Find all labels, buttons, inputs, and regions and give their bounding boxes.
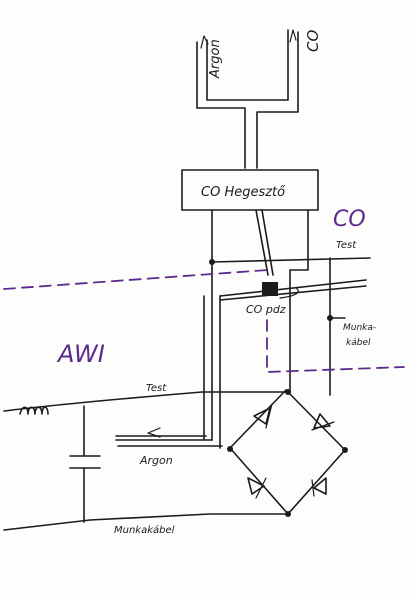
co-welder-label: CO Hegesztő <box>201 185 286 200</box>
awi-argon-label: Argon <box>139 454 173 467</box>
junction-dot <box>209 259 215 265</box>
argon-arrow-icon <box>200 35 209 49</box>
separation-dashed-line-top <box>3 269 269 290</box>
bridge-rectifier <box>229 389 346 515</box>
awi-section-label: AWI <box>56 340 105 368</box>
junction-dot <box>285 511 291 517</box>
diode-icon <box>253 407 271 425</box>
co-work-cable-label-2: kábel <box>346 338 371 348</box>
co-welder-leads <box>203 209 371 449</box>
co-arrow-icon <box>289 29 297 43</box>
co-torch-label: CO pdz <box>246 303 286 316</box>
torch-hose-icon <box>279 287 299 299</box>
junction-dot <box>327 315 333 321</box>
co-work-cable-label-1: Munka- <box>343 323 376 333</box>
argon-inlet-label: Argon <box>208 39 223 79</box>
awi-test-label: Test <box>146 383 167 394</box>
diode-icon <box>247 477 265 495</box>
separation-dashed-line-right <box>266 319 405 373</box>
gas-inlet-pipes <box>196 29 299 169</box>
awi-work-cable-label: Munkakábel <box>114 524 175 536</box>
capacitor-icon <box>69 405 101 523</box>
co-torch-block <box>262 282 278 296</box>
co-inlet-label: CO <box>304 30 322 52</box>
diode-icon <box>313 477 327 495</box>
co-welder-box <box>181 169 319 211</box>
co-test-label: Test <box>336 240 357 251</box>
junction-dot <box>227 446 233 452</box>
co-section-label: CO <box>333 207 366 232</box>
hf-coil-icon <box>19 406 49 415</box>
argon-direction-arrow-icon <box>147 427 161 438</box>
junction-dot <box>342 447 348 453</box>
junction-dot <box>285 389 291 395</box>
